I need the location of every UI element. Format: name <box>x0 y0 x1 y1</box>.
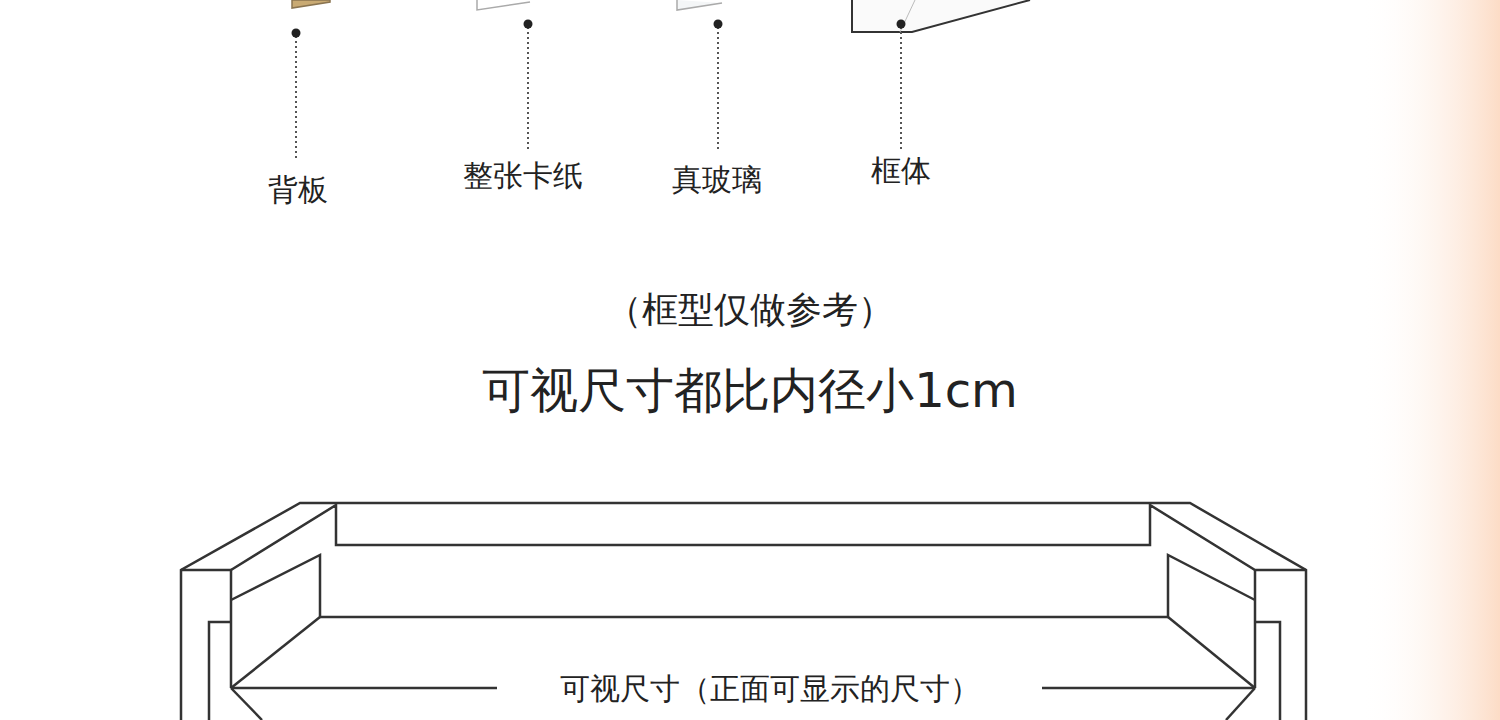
part-name: 真玻璃 <box>672 162 762 198</box>
part-name: 整张卡纸 <box>463 158 583 194</box>
frame-body <box>852 0 1030 32</box>
back-board <box>292 0 330 8</box>
leader-lines <box>296 27 901 158</box>
part-name: 框体 <box>871 153 931 189</box>
frame-drawing <box>181 503 1306 720</box>
edge-gradient <box>1360 0 1500 720</box>
note: （框型仅做参考） <box>606 288 894 331</box>
glass <box>677 0 722 10</box>
cardboard <box>477 0 530 10</box>
dimension-label: 可视尺寸（正面可显示的尺寸） <box>552 671 988 707</box>
leader-dots <box>292 20 906 38</box>
part-name: 背板 <box>268 172 328 208</box>
headline-note: 可视尺寸都比内径小1cm <box>482 362 1018 420</box>
